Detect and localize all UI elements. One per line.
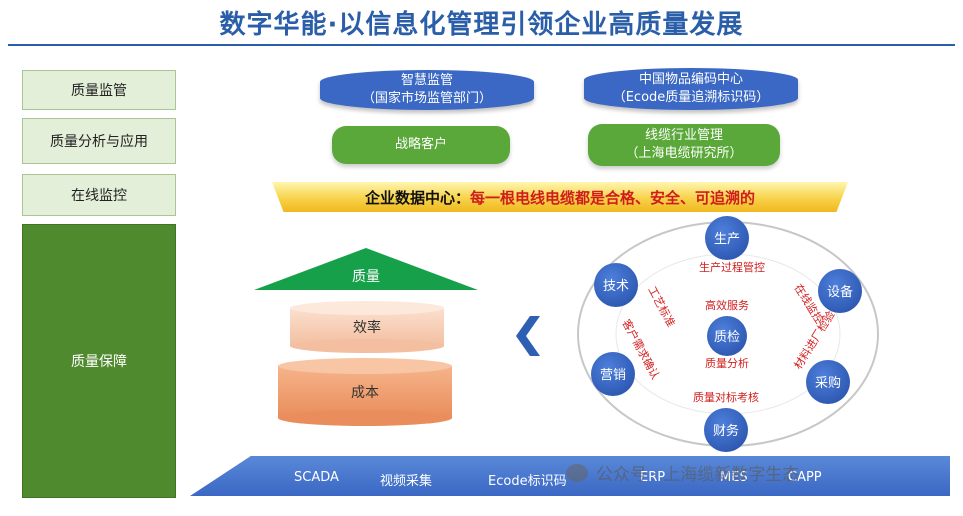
side-box-online-monitoring: 在线监控 (22, 174, 176, 216)
wechat-icon (566, 463, 588, 482)
page-title: 数字华能·以信息化管理引领企业高质量发展 (219, 10, 744, 40)
ecode-center-sub: （Ecode质量追溯标识码） (612, 90, 770, 105)
node-equipment-label: 设备 (827, 284, 853, 300)
node-quality-inspection: 质检 (707, 316, 747, 356)
smart-regulation-title: 智慧监管 (400, 73, 453, 88)
band-item-video: 视频采集 (380, 474, 433, 489)
node-finance: 财务 (704, 408, 748, 452)
chevron-left-icon (516, 316, 540, 356)
band-item-ecode: Ecode标识码 (488, 474, 567, 489)
flow-quality-analysis: 质量分析 (705, 356, 749, 370)
efficiency-cylinder (290, 301, 444, 353)
enterprise-data-center-banner: 企业数据中心： 每一根电线电缆都是合格、安全、可追溯的 (272, 182, 848, 212)
node-marketing: 营销 (591, 352, 635, 396)
ecode-center-cylinder: 中国物品编码中心 （Ecode质量追溯标识码） (584, 68, 798, 110)
smart-regulation-sub: （国家市场监管部门） (361, 91, 492, 106)
watermark-text: 公众号 · 上海缆新数字生态 (596, 465, 800, 485)
strategic-customer-box: 战略客户 (332, 126, 510, 164)
quality-label: 质量 (352, 269, 380, 285)
flow-production-control: 生产过程管控 (699, 260, 765, 274)
ecode-center-title: 中国物品编码中心 (638, 72, 743, 87)
flow-efficient-service: 高效服务 (705, 298, 749, 312)
banner-text: 每一根电线电缆都是合格、安全、可追溯的 (470, 188, 756, 207)
cable-industry-sub: （上海电缆研究所） (625, 146, 743, 161)
node-technology-label: 技术 (603, 279, 629, 294)
band-item-scada: SCADA (294, 470, 339, 485)
node-finance-label: 财务 (713, 423, 739, 439)
title-divider (8, 44, 955, 46)
node-production: 生产 (705, 216, 749, 260)
node-equipment: 设备 (818, 269, 862, 313)
node-quality-inspection-label: 质检 (714, 330, 740, 345)
flow-quality-benchmark: 质量对标考核 (693, 390, 759, 404)
band-item-erp: ERP (640, 470, 666, 485)
efficiency-label: 效率 (353, 319, 381, 336)
node-marketing-label: 营销 (600, 368, 626, 383)
node-production-label: 生产 (714, 232, 740, 247)
band-item-mes: MES (720, 470, 748, 485)
banner-label: 企业数据中心： (364, 188, 470, 207)
watermark: 公众号 · 上海缆新数字生态 (566, 460, 799, 485)
cable-industry-box: 线缆行业管理 （上海电缆研究所） (588, 124, 780, 166)
cost-cylinder (278, 358, 452, 426)
node-procurement-label: 采购 (815, 375, 841, 391)
side-box-quality-assurance: 质量保障 (22, 224, 176, 498)
side-box-quality-analysis: 质量分析与应用 (22, 118, 176, 164)
cost-label: 成本 (351, 385, 379, 401)
smart-regulation-cylinder: 智慧监管 （国家市场监管部门） (320, 70, 534, 110)
side-box-quality-supervision: 质量监管 (22, 70, 176, 110)
band-item-capp: CAPP (788, 470, 822, 485)
strategic-customer-label: 战略客户 (394, 137, 447, 152)
node-procurement: 采购 (806, 360, 850, 404)
cable-industry-title: 线缆行业管理 (644, 128, 723, 143)
node-technology: 技术 (594, 263, 638, 307)
